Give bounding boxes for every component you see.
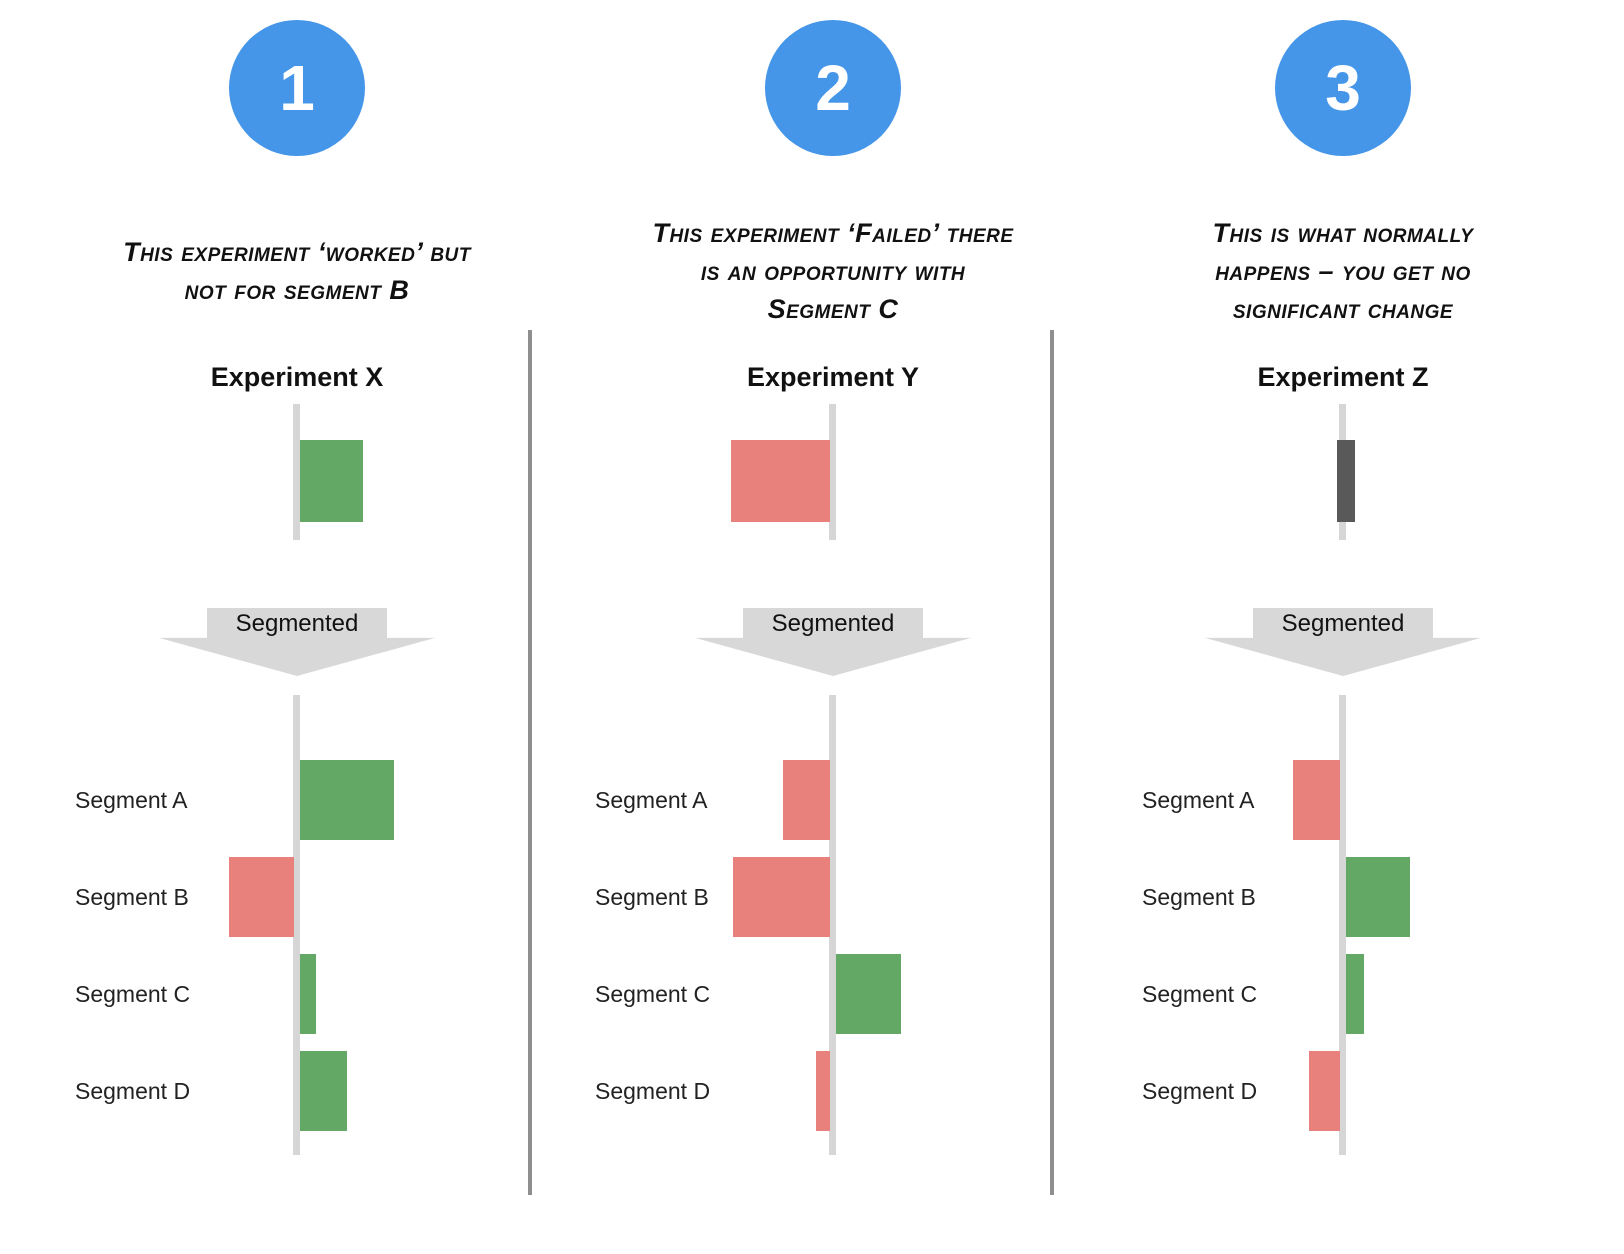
- segmented-down-arrow: Segmented: [695, 608, 971, 676]
- segment-bar-negative: [1293, 760, 1340, 840]
- caption-line: happens – you get no: [1215, 256, 1471, 286]
- segment-breakdown-chart: Segment A Segment B Segment C Segment D: [0, 695, 530, 1155]
- panel-3: 3 This is what normally happens – you get…: [1052, 0, 1624, 1254]
- segmented-arrow-label: Segmented: [771, 610, 895, 637]
- segment-bar-positive: [300, 954, 316, 1034]
- step-number: 1: [279, 52, 315, 124]
- caption-line: This is what normally: [1212, 218, 1474, 248]
- segment-bar-positive: [836, 954, 901, 1034]
- segment-bar-positive: [300, 1051, 347, 1131]
- segment-label: Segment A: [1142, 787, 1255, 813]
- caption-line: significant change: [1232, 294, 1454, 324]
- segment-breakdown-chart: Segment A Segment B Segment C Segment D: [1052, 695, 1624, 1155]
- segmented-down-arrow: Segmented: [159, 608, 435, 676]
- overall-result-chart: [1052, 404, 1624, 540]
- segment-bar-negative: [1309, 1051, 1340, 1131]
- segmented-arrow-label: Segmented: [235, 610, 359, 637]
- column-divider: [528, 330, 532, 1195]
- segment-label: Segment B: [595, 884, 709, 910]
- segment-breakdown-chart: Segment A Segment B Segment C Segment D: [530, 695, 1052, 1155]
- panel-1: 1 This experiment ‘worked’ but not for se…: [0, 0, 530, 1254]
- caption-line: not for segment B: [184, 275, 410, 305]
- segment-bar-positive: [1346, 857, 1410, 937]
- segment-label: Segment A: [75, 787, 188, 813]
- step-badge-3: 3: [1275, 20, 1411, 156]
- zero-axis-line: [829, 404, 836, 540]
- segment-bar-negative: [816, 1051, 830, 1131]
- segment-label: Segment D: [75, 1078, 191, 1104]
- segment-label: Segment C: [595, 981, 711, 1007]
- segment-label: Segment A: [595, 787, 708, 813]
- segment-label: Segment B: [75, 884, 189, 910]
- column-divider: [1050, 330, 1054, 1195]
- segment-bar-negative: [733, 857, 830, 937]
- segment-bar-positive: [300, 760, 394, 840]
- step-badge-2: 2: [765, 20, 901, 156]
- zero-axis-line: [293, 695, 300, 1155]
- overall-bar-positive: [300, 440, 363, 522]
- segment-label: Segment C: [75, 981, 191, 1007]
- segment-label: Segment D: [1142, 1078, 1258, 1104]
- segmented-down-arrow: Segmented: [1205, 608, 1481, 676]
- zero-axis-line: [1339, 695, 1346, 1155]
- step-number: 3: [1325, 52, 1361, 124]
- zero-axis-line: [829, 695, 836, 1155]
- caption-line: This experiment ‘Failed’ there: [652, 218, 1014, 248]
- panel-caption: This experiment ‘worked’ but not for segm…: [57, 196, 537, 346]
- segment-label: Segment B: [1142, 884, 1256, 910]
- segment-bar-negative: [229, 857, 294, 937]
- step-number: 2: [815, 52, 851, 124]
- segment-bar-negative: [783, 760, 830, 840]
- overall-result-chart: [530, 404, 1052, 540]
- experiment-title: Experiment X: [210, 362, 384, 392]
- experiment-title: Experiment Z: [1257, 362, 1429, 392]
- overall-bar-neutral: [1337, 440, 1355, 522]
- overall-bar-negative: [731, 440, 830, 522]
- caption-line: This experiment ‘worked’ but: [123, 237, 471, 267]
- experiment-title: Experiment Y: [746, 362, 920, 392]
- panel-2: 2 This experiment ‘Failed’ there is an op…: [530, 0, 1052, 1254]
- segmented-arrow-label: Segmented: [1281, 610, 1405, 637]
- caption-line: Segment C: [767, 294, 899, 324]
- segment-label: Segment D: [595, 1078, 711, 1104]
- segment-bar-positive: [1346, 954, 1364, 1034]
- caption-line: is an opportunity with: [700, 256, 966, 286]
- panel-caption: This experiment ‘Failed’ there is an oppo…: [593, 196, 1073, 346]
- segment-label: Segment C: [1142, 981, 1258, 1007]
- step-badge-1: 1: [229, 20, 365, 156]
- zero-axis-line: [293, 404, 300, 540]
- overall-result-chart: [0, 404, 530, 540]
- panel-caption: This is what normally happens – you get n…: [1103, 196, 1583, 346]
